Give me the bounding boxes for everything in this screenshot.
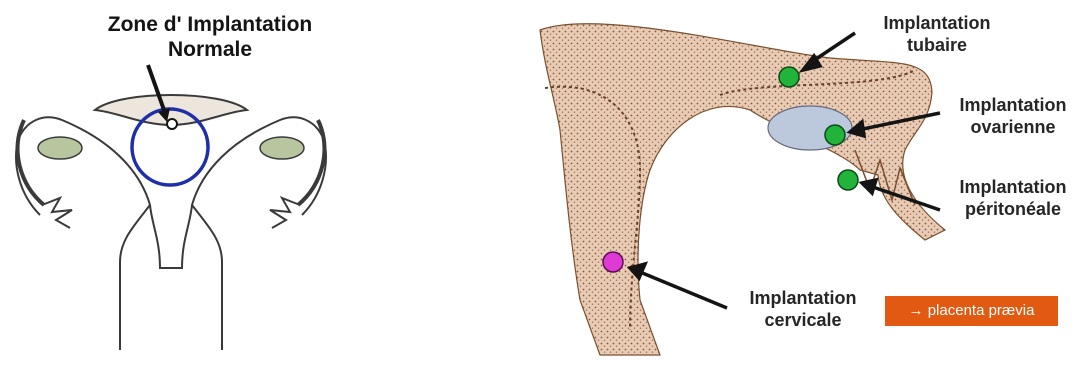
marker-ovarienne — [825, 125, 845, 145]
label-line: ovarienne — [940, 116, 1083, 138]
label-line: Implantation — [862, 12, 1012, 34]
label-ovarienne: Implantation ovarienne — [940, 94, 1083, 138]
label-line: péritonéale — [940, 198, 1083, 220]
label-cervicale: Implantation cervicale — [730, 287, 876, 331]
title-normal-zone: Zone d' Implantation Normale — [70, 12, 350, 62]
embryo-dot — [167, 119, 177, 129]
marker-peritoneale — [838, 170, 858, 190]
label-line: tubaire — [862, 34, 1012, 56]
label-line: Implantation — [730, 287, 876, 309]
title-line1: Zone d' Implantation — [70, 12, 350, 37]
label-line: Implantation — [940, 94, 1083, 116]
label-peritoneale: Implantation péritonéale — [940, 176, 1083, 220]
label-line: cervicale — [730, 309, 876, 331]
marker-cervicale — [603, 252, 623, 272]
placenta-praevia-badge: → placenta prævia — [885, 296, 1058, 326]
label-line: Implantation — [940, 176, 1083, 198]
uterus-schematic — [16, 65, 326, 350]
label-tubaire: Implantation tubaire — [862, 12, 1012, 56]
title-line2: Normale — [70, 37, 350, 62]
marker-tubaire — [779, 67, 799, 87]
